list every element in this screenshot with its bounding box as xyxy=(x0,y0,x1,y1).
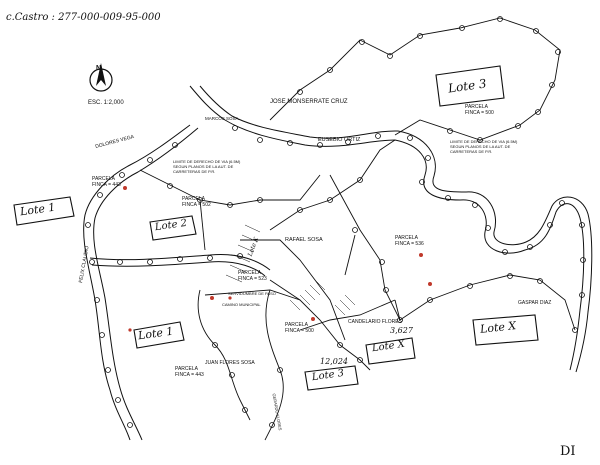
parcel-3-finca: FINCA = 536 xyxy=(395,241,424,247)
road-label-rafael: RAFAEL SOSA xyxy=(285,237,323,243)
row-note-right-3: CARRETERAS DE P.R. xyxy=(450,149,493,154)
parcel-5-finca: FINCA = 443 xyxy=(175,372,204,378)
area-note-1: 12,024 xyxy=(320,357,348,366)
road-label-camino: CAMINO MUNICIPAL xyxy=(222,302,261,307)
parcel-2-finca: FINCA = 502 xyxy=(182,202,211,208)
road-label-marcos: MARCOS SOSA xyxy=(205,116,239,121)
parcel-boundaries xyxy=(139,17,576,441)
row-note-right-1: LIMITE DE DERECHO DE VIA (6.5M) xyxy=(450,139,518,144)
parcel-4-finca: FINCA = 500 xyxy=(285,328,314,334)
lot-outlines xyxy=(13,65,539,391)
parcel-6-label: PARCELA xyxy=(465,104,488,110)
row-note-left-3: CARRETERAS DE P.R. xyxy=(173,169,216,174)
red-markers xyxy=(123,186,432,332)
parcel-7-finca: FINCA = 523 xyxy=(238,276,267,282)
parcel-6-finca: FINCA = 500 xyxy=(465,110,494,116)
center-road xyxy=(89,253,271,277)
hatched-strips xyxy=(225,224,356,316)
survey-points xyxy=(85,16,586,428)
road-label-eusebio: EUSEBIO ORTIZ xyxy=(318,137,361,143)
area-note-2: 3,627 xyxy=(390,326,413,335)
road-label-jose-monserrate: JOSE MONSERRATE CRUZ xyxy=(270,99,348,105)
road-label-servidumbre: SERVIDUMBRE DE PASO xyxy=(228,291,276,296)
corner-mark: DI xyxy=(560,444,576,459)
row-note-left-2: SEGUN PLANOS DE LA AUT. DE xyxy=(173,164,234,169)
lot-label-lote-x-2: Lote X xyxy=(479,319,517,336)
row-note-right-2: SEGUN PLANOS DE LA AUT. DE xyxy=(450,144,511,149)
road-label-candelario: CANDELARIO FLORES xyxy=(348,319,402,325)
parcel-1-finca: FINCA = 443 xyxy=(92,182,121,188)
main-road xyxy=(189,85,593,373)
parcel-4-label: PARCELA xyxy=(285,322,308,328)
parcel-3-label: PARCELA xyxy=(395,235,418,241)
north-arrow-icon xyxy=(89,63,113,92)
parcel-2-label: PARCELA xyxy=(182,196,205,202)
catastro-number: c.Castro : 277-000-009-95-000 xyxy=(6,12,161,23)
scale-label: ESC. 1:2,000 xyxy=(88,100,124,106)
parcel-5-label: PARCELA xyxy=(175,366,198,372)
parcel-7-label: PARCELA xyxy=(238,270,261,276)
parcel-1-label: PARCELA xyxy=(92,176,115,182)
row-note-left-1: LIMITE DE DERECHO DE VIA (6.5M) xyxy=(173,159,241,164)
road-label-gaspar: GASPAR DIAZ xyxy=(518,300,552,306)
north-label: N xyxy=(96,65,102,72)
left-road xyxy=(83,124,199,441)
road-label-juan: JUAN FLORES SOSA xyxy=(205,360,255,366)
